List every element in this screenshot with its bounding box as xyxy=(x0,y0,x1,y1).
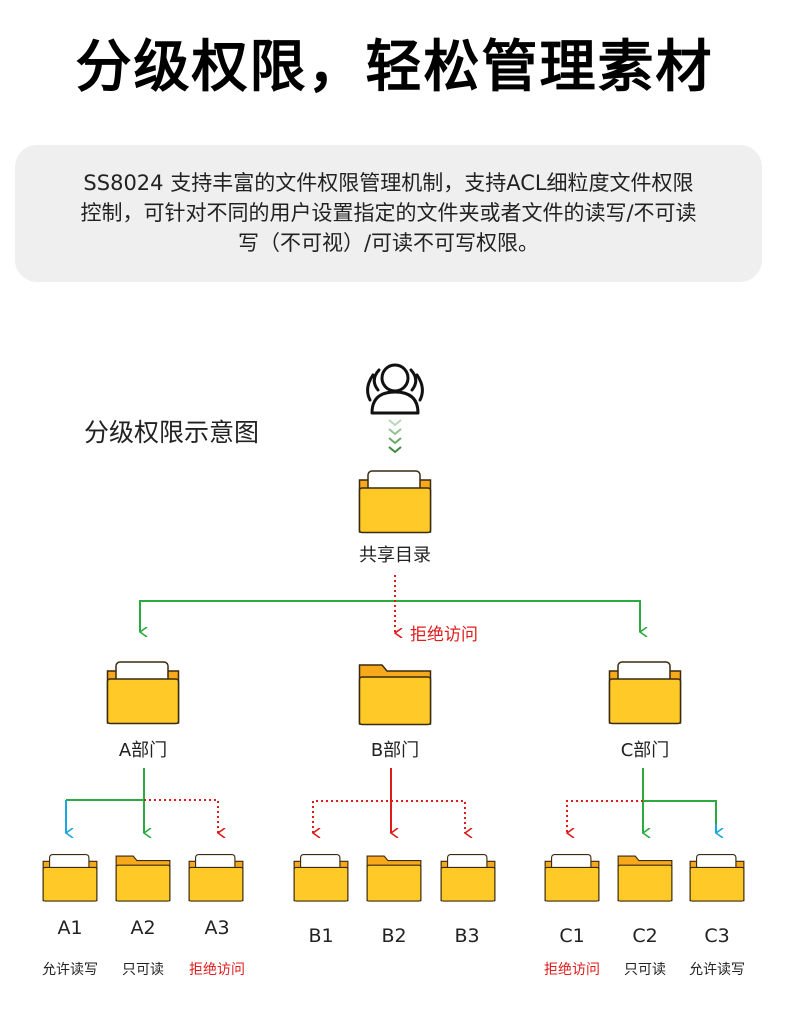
description-line: 写（不可视）/可读不可写权限。 xyxy=(237,231,540,255)
page-title: 分级权限，轻松管理素材 xyxy=(75,35,714,100)
folder-label: C1 xyxy=(559,925,584,947)
permission-label: 只可读 xyxy=(624,961,666,978)
dept-b-label: B部门 xyxy=(371,740,419,761)
folder-b2-icon[interactable] xyxy=(366,855,422,902)
permission-label: 允许读写 xyxy=(42,961,98,978)
folder-label: A3 xyxy=(204,917,229,939)
folder-c2-icon[interactable] xyxy=(617,855,673,902)
permission-label: 只可读 xyxy=(122,961,164,978)
deny-note: 拒绝访问 xyxy=(410,625,478,645)
folder-label: C2 xyxy=(632,925,657,947)
description-box: SS8024 支持丰富的文件权限管理机制，支持ACL细粒度文件权限 控制，可针对… xyxy=(15,145,762,282)
folder-c3-icon[interactable] xyxy=(689,853,745,902)
folder-label: A1 xyxy=(57,917,82,939)
description-line: SS8024 支持丰富的文件权限管理机制，支持ACL细粒度文件权限 xyxy=(83,171,694,195)
folder-c1-icon[interactable] xyxy=(544,853,600,902)
dept-c-label: C部门 xyxy=(621,740,670,761)
dept-c-folder-icon[interactable] xyxy=(608,661,682,725)
folder-b3-icon[interactable] xyxy=(440,853,496,902)
folder-a1-icon[interactable] xyxy=(42,853,98,902)
chevrons-down-icon xyxy=(388,419,402,454)
folder-label: B1 xyxy=(308,925,333,947)
permission-label-denied: 拒绝访问 xyxy=(189,962,245,978)
folder-label: B3 xyxy=(454,925,479,947)
description-line: 控制，可针对不同的用户设置指定的文件夹或者文件的读写/不可读 xyxy=(80,201,697,225)
permission-label-denied: 拒绝访问 xyxy=(544,962,600,978)
folder-a3-icon[interactable] xyxy=(188,853,244,902)
folder-label: A2 xyxy=(130,917,155,939)
dept-c-connectors xyxy=(566,768,716,833)
folder-label: B2 xyxy=(381,925,406,947)
root-connectors xyxy=(139,575,640,633)
diagram-heading: 分级权限示意图 xyxy=(84,418,259,447)
permission-label: 允许读写 xyxy=(689,961,745,978)
shared-folder-icon[interactable] xyxy=(358,470,432,534)
dept-a-label: A部门 xyxy=(119,740,167,761)
users-icon xyxy=(366,363,424,415)
dept-b-connectors xyxy=(312,768,465,833)
dept-b-folder-icon[interactable] xyxy=(358,664,432,726)
folder-a2-icon[interactable] xyxy=(115,855,171,902)
dept-a-folder-icon[interactable] xyxy=(106,661,180,725)
dept-a-connectors xyxy=(65,768,218,833)
folder-b1-icon[interactable] xyxy=(293,853,349,902)
folder-label: C3 xyxy=(704,925,729,947)
root-folder-label: 共享目录 xyxy=(359,545,431,566)
